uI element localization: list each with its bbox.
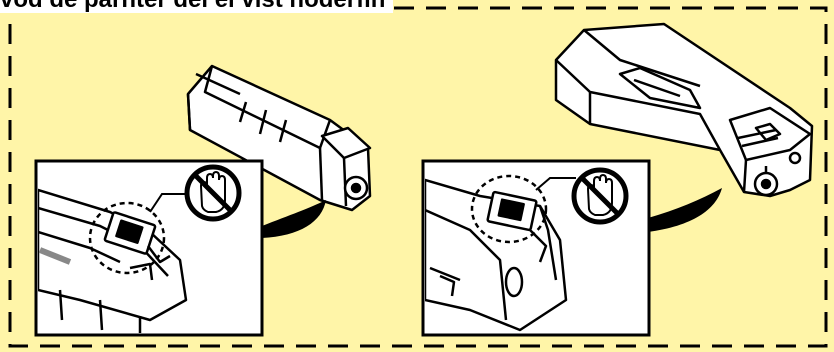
do-not-touch-icon (574, 170, 626, 222)
pointer-swoosh-left (262, 200, 326, 238)
pointer-swoosh-right (648, 188, 722, 232)
do-not-touch-icon (187, 167, 239, 219)
